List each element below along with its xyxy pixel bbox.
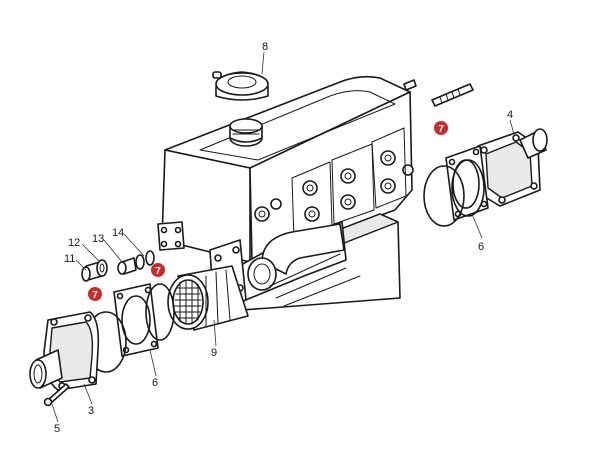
- plug-11: [81, 261, 103, 282]
- svg-text:7: 7: [155, 266, 161, 277]
- end-cover-right: [477, 128, 548, 207]
- plug-set: [81, 250, 155, 282]
- callout-3: 3: [88, 405, 94, 417]
- intercooler-assembly: [209, 213, 401, 313]
- callout-14: 14: [112, 227, 124, 239]
- callout-6-right: 6: [478, 241, 484, 253]
- svg-text:7: 7: [438, 124, 444, 135]
- filler-cap: [212, 71, 269, 101]
- gasket-left: [113, 283, 175, 357]
- engine-block: [157, 75, 414, 263]
- callout-9: 9: [211, 347, 217, 359]
- stud: [403, 79, 474, 107]
- red-marker-right: 7: [434, 121, 448, 135]
- washer-12: [96, 259, 108, 277]
- red-marker-left: 7: [88, 287, 102, 301]
- leader-lines: [51, 51, 515, 423]
- end-cover-left: [29, 311, 100, 391]
- callout-13: 13: [92, 233, 104, 245]
- cooler-core: [167, 265, 249, 331]
- callout-6-left: 6: [152, 377, 158, 389]
- callout-11: 11: [64, 253, 75, 265]
- o-ring-right-outer: [423, 165, 465, 227]
- screw: [43, 383, 70, 407]
- callout-5: 5: [54, 423, 60, 435]
- o-ring-right-inner: [451, 159, 485, 217]
- red-marker-center: 7: [151, 263, 165, 277]
- callout-8: 8: [262, 41, 268, 53]
- washer-14: [135, 250, 155, 270]
- callout-12: 12: [68, 237, 80, 249]
- callout-4: 4: [507, 109, 513, 121]
- block-ports: [254, 150, 414, 222]
- callouts: 8 4 6 9 6 3 5 11 12 13 14: [54, 41, 513, 435]
- svg-text:7: 7: [92, 290, 98, 301]
